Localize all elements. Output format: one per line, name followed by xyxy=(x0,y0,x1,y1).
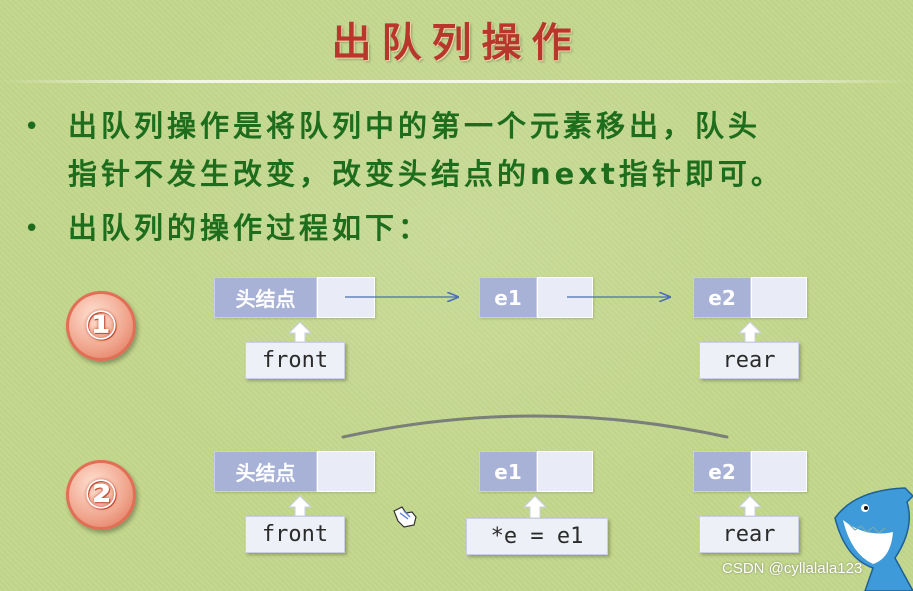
step-1-front-pointer: front xyxy=(245,342,345,379)
node-data-cell: 头结点 xyxy=(214,277,317,318)
node-next-cell xyxy=(751,277,807,318)
bullet-2-line-1: 出队列的操作过程如下： xyxy=(68,211,432,245)
node-next-cell xyxy=(537,451,593,492)
step-1-badge: ① xyxy=(66,291,136,361)
step-2-rear-pointer: rear xyxy=(699,516,799,553)
step-1-e1-node: e1 xyxy=(479,277,593,318)
slide-title: 出队列操作 xyxy=(331,19,582,66)
step-1-e2-node: e2 xyxy=(693,277,807,318)
node-next-cell xyxy=(751,451,807,492)
step-2-e2-node: e2 xyxy=(693,451,807,492)
step-2-head-node: 头结点 xyxy=(214,451,375,492)
title-divider xyxy=(0,80,913,83)
bullet-1-line-1: 出队列操作是将队列中的第一个元素移出，队头 xyxy=(68,109,762,143)
node-data-cell: e2 xyxy=(693,451,751,492)
step-2-badge: ② xyxy=(66,460,136,530)
step-2-front-pointer: front xyxy=(245,516,345,553)
node-data-cell: e1 xyxy=(479,277,537,318)
node-next-cell xyxy=(317,451,375,492)
bypass-curve xyxy=(341,414,729,439)
step-1-head-node: 头结点 xyxy=(214,277,375,318)
csdn-watermark: CSDN @cyllalala123 xyxy=(722,560,863,577)
step-2-e-pointer: *e = e1 xyxy=(466,518,608,555)
step-2-e1-node: e1 xyxy=(479,451,593,492)
hand-cursor-icon xyxy=(393,506,417,528)
step-1-rear-pointer: rear xyxy=(699,342,799,379)
node-data-cell: e1 xyxy=(479,451,537,492)
bullet-marker: • xyxy=(24,112,40,142)
shark-mascot-icon xyxy=(834,487,913,591)
node-data-cell: e2 xyxy=(693,277,751,318)
bullet-1-line-2: 指针不发生改变，改变头结点的next指针即可。 xyxy=(68,157,784,191)
node-data-cell: 头结点 xyxy=(214,451,317,492)
up-arrow-icon xyxy=(287,321,763,519)
bullet-marker: • xyxy=(24,214,40,244)
